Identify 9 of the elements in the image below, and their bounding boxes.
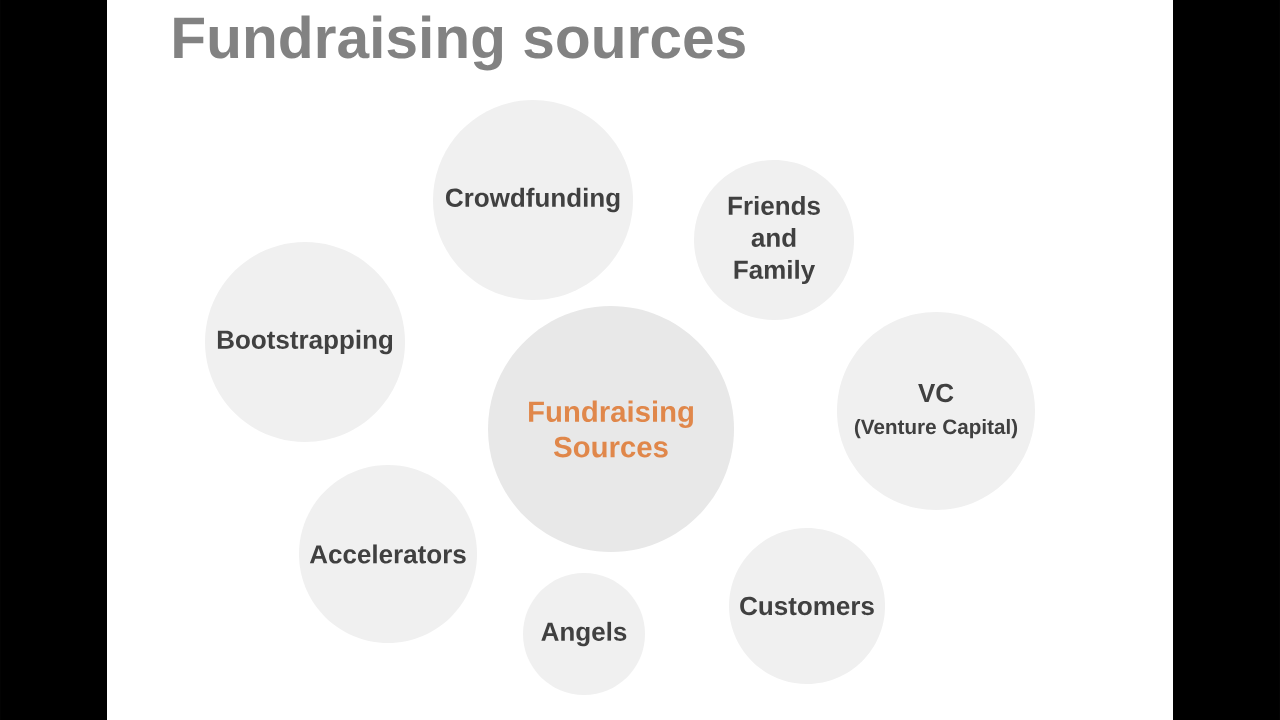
circle-node: Friends and Family (694, 160, 854, 320)
circle-node: Fundraising Sources (488, 306, 734, 552)
circle-node: VC (Venture Capital) (837, 312, 1035, 510)
circle-node: Accelerators (299, 465, 477, 643)
title: Fundraising sources (174, 15, 745, 71)
circle-node: Crowdfunding (433, 100, 633, 300)
circle-node: Customers (729, 528, 885, 684)
circle-node: Angels (523, 573, 645, 695)
circle-node: Bootstrapping (205, 242, 405, 442)
